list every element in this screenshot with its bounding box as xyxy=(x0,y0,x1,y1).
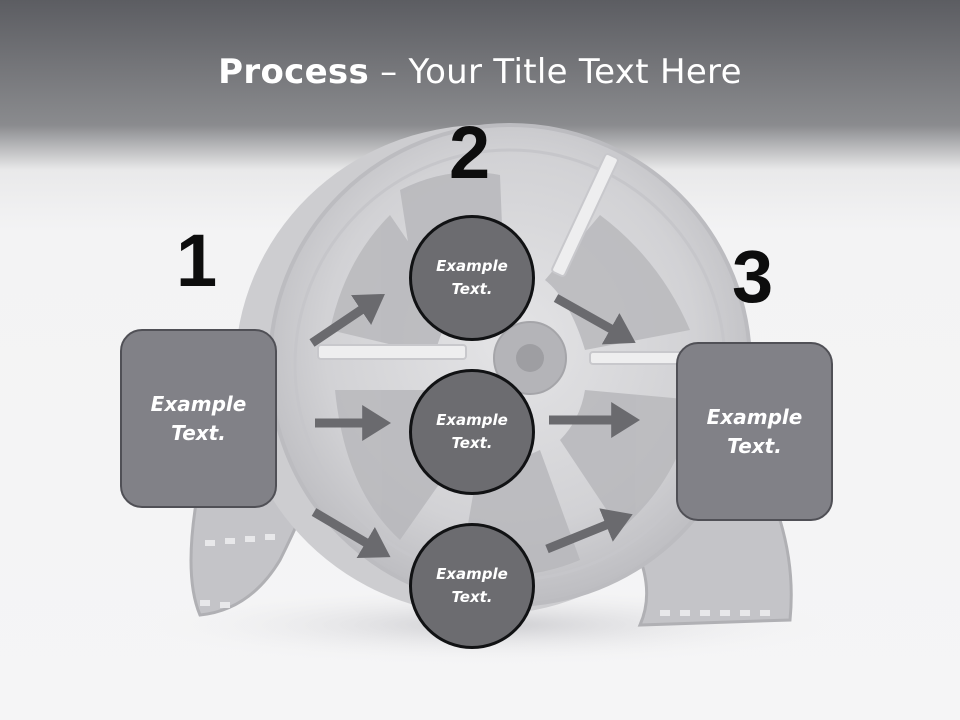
step-3-box: Example Text. xyxy=(676,342,833,521)
step-3-box-line2: Text. xyxy=(727,433,782,458)
circle-bottom-line1: Example xyxy=(436,565,508,583)
title-rest: – Your Title Text Here xyxy=(369,52,742,92)
step-3-box-line1: Example xyxy=(706,404,803,429)
circle-middle-line2: Text. xyxy=(451,434,493,452)
step-number-1: 1 xyxy=(176,219,218,302)
step-1-box: Example Text. xyxy=(120,329,277,508)
arrow-down-right xyxy=(553,294,636,345)
circle-top-line2: Text. xyxy=(451,280,493,298)
arrow-right-up xyxy=(309,293,385,347)
title-bold: Process xyxy=(218,52,370,92)
circle-top-line1: Example xyxy=(436,257,508,275)
step-1-box-line2: Text. xyxy=(171,420,226,445)
circle-bottom-line2: Text. xyxy=(451,588,493,606)
step-number-2: 2 xyxy=(449,111,491,194)
arrow-right-down xyxy=(311,508,391,559)
step-2-circle-top: Example Text. xyxy=(409,215,535,341)
step-2-circle-bottom: Example Text. xyxy=(409,523,535,649)
circle-middle-line1: Example xyxy=(436,411,508,429)
step-1-box-line1: Example xyxy=(150,391,247,416)
step-number-3: 3 xyxy=(732,235,774,318)
slide-title: Process – Your Title Text Here xyxy=(0,52,960,92)
arrow-up-right xyxy=(545,508,633,554)
step-2-circle-middle: Example Text. xyxy=(409,369,535,495)
